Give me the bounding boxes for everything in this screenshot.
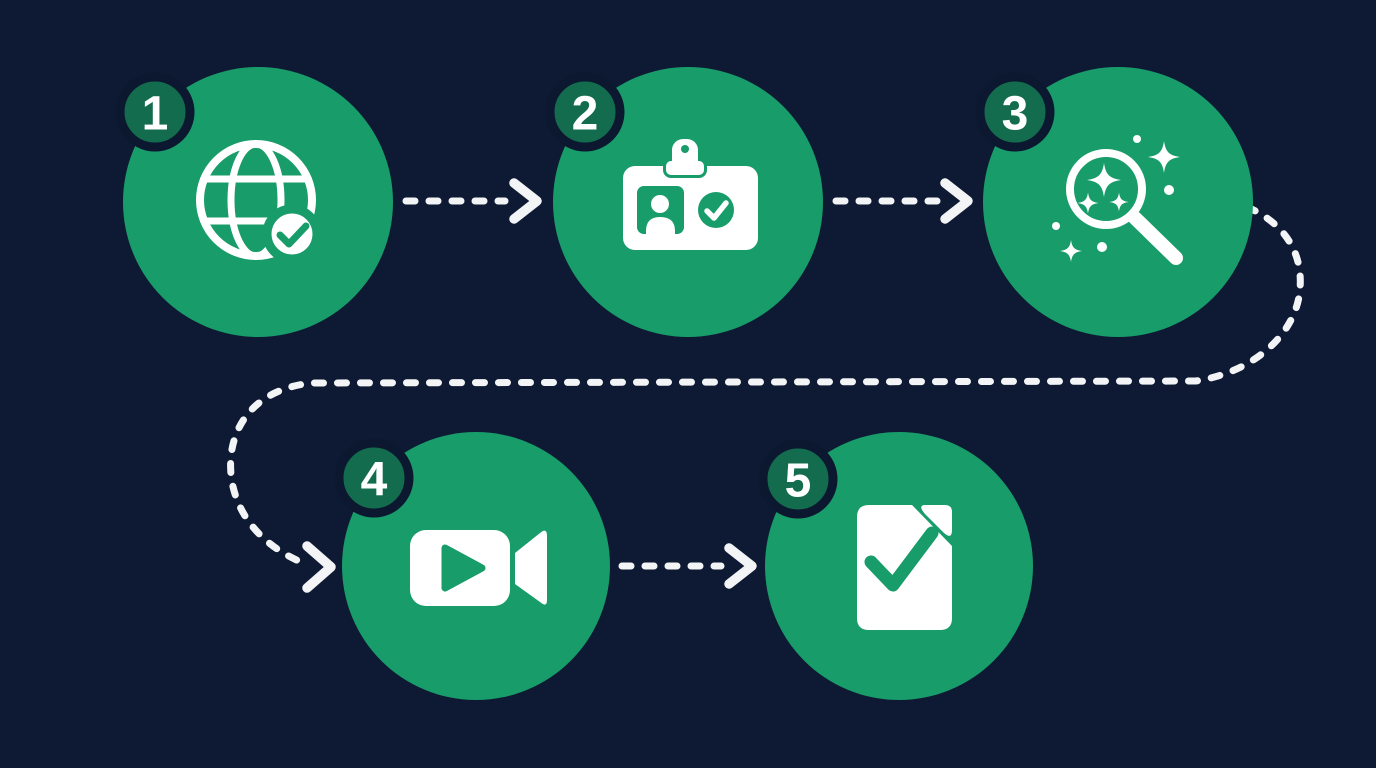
step-3: 3	[975, 67, 1253, 337]
magnifier-sparkles-icon	[1052, 135, 1183, 265]
step-5-number-badge: 5	[758, 439, 838, 519]
connector-4-5	[618, 543, 757, 589]
step-1-circle	[123, 67, 393, 337]
step-3-number-badge: 3	[975, 72, 1055, 152]
step-5-number: 5	[785, 455, 812, 508]
step-1-number: 1	[142, 88, 169, 141]
connector-1-2	[402, 178, 542, 224]
document-check-icon	[857, 505, 952, 630]
step-4-number-badge: 4	[334, 438, 414, 518]
step-1: 1	[115, 67, 393, 337]
step-1-number-badge: 1	[115, 72, 195, 152]
step-2-number: 2	[572, 88, 599, 141]
step-5: 5	[758, 432, 1033, 700]
globe-check-icon	[196, 140, 322, 264]
connector-2-3	[832, 178, 973, 224]
video-camera-icon	[410, 530, 547, 606]
step-2: 2	[545, 67, 823, 337]
step-3-number: 3	[1002, 88, 1029, 141]
id-badge-check-icon	[623, 136, 758, 250]
step-2-number-badge: 2	[545, 72, 625, 152]
connector-3-4-curve	[227, 203, 1304, 593]
step-4: 4	[334, 432, 610, 700]
step-4-number: 4	[361, 454, 388, 507]
